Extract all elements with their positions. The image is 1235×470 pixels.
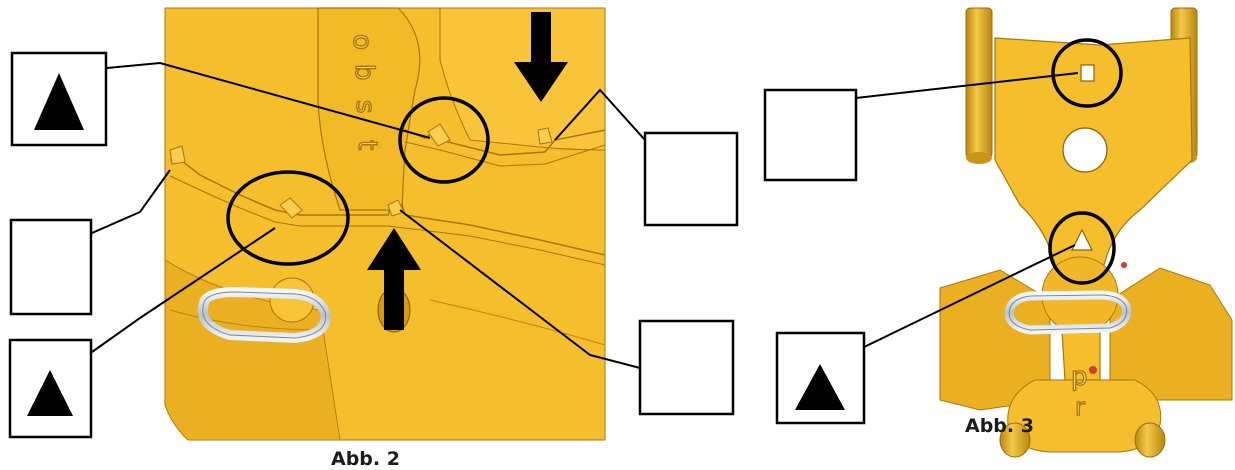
tab-upper-notch <box>427 123 451 147</box>
leader-square-fig3 <box>855 72 1079 99</box>
silver-ring-outline <box>202 291 327 339</box>
callout-square-fig3 <box>763 88 858 182</box>
lower-letter-p: p <box>1071 362 1088 392</box>
triangle-slot <box>1071 228 1093 251</box>
lower-fold-line <box>169 299 606 346</box>
highlight-circle-square-slot <box>1051 38 1123 108</box>
plate-letter-t: t <box>352 140 382 150</box>
plate-letter-o: o <box>347 34 377 50</box>
leader-lines-fig3 <box>855 72 1079 349</box>
arrow-up <box>367 228 421 330</box>
plate-letter-b: b <box>349 64 379 81</box>
highlight-circle-left <box>226 170 350 266</box>
figure-2-image: o b s t <box>164 7 606 441</box>
leader-square-top-right <box>554 88 646 141</box>
callout-triangle-2 <box>8 338 93 439</box>
tab-right-notch <box>537 127 553 145</box>
leader-square-bottom <box>399 209 641 369</box>
callout-triangle-1 <box>10 51 108 147</box>
highlight-circle-upper <box>398 96 490 184</box>
vertical-plate <box>317 7 421 211</box>
square-slot <box>1080 64 1095 82</box>
leader-lines-fig2 <box>91 61 646 369</box>
main-plate <box>994 37 1193 381</box>
leader-triangle-fig3 <box>861 244 1076 349</box>
stud-left <box>999 422 1031 458</box>
leader-triangle-top <box>106 61 431 139</box>
pin-left-cap <box>966 152 992 164</box>
callout-square-3 <box>638 319 735 416</box>
stud-right <box>1134 422 1166 458</box>
square-icon <box>664 347 709 390</box>
red-mark-2 <box>1121 262 1127 268</box>
triangle-icon <box>795 364 845 410</box>
tab-left-notch <box>279 197 303 219</box>
upper-blade <box>439 7 606 151</box>
figure-caption-abb3: Abb. 3 <box>965 415 1034 437</box>
plate-letter-s: s <box>350 100 380 114</box>
triangle-icon <box>27 370 73 416</box>
square-icon <box>31 247 71 287</box>
upper-slot-rim-2 <box>404 141 606 167</box>
lower-letter-r: r <box>1075 393 1085 421</box>
callout-triangle-fig3 <box>775 331 866 425</box>
red-mark <box>1089 366 1097 374</box>
tab-left-end <box>169 145 186 165</box>
round-hole <box>1062 127 1108 173</box>
highlight-circle-triangle-slot <box>1048 211 1116 285</box>
figure-3-image: p r <box>939 7 1233 458</box>
lower-plate <box>1007 379 1162 453</box>
triangle-icon <box>34 73 84 130</box>
arrow-down <box>514 12 568 102</box>
callout-square-2 <box>643 131 739 227</box>
square-icon <box>790 113 834 156</box>
figure-caption-abb2: Abb. 2 <box>331 448 400 470</box>
leader-square-left <box>91 169 171 234</box>
callout-square-1 <box>9 218 93 316</box>
leader-triangle-bottom <box>91 227 276 353</box>
square-icon <box>668 160 714 203</box>
left-wing-edge-2 <box>169 175 606 266</box>
left-wing-edge <box>169 157 606 256</box>
silver-ring-fig3-outline <box>1008 294 1128 331</box>
